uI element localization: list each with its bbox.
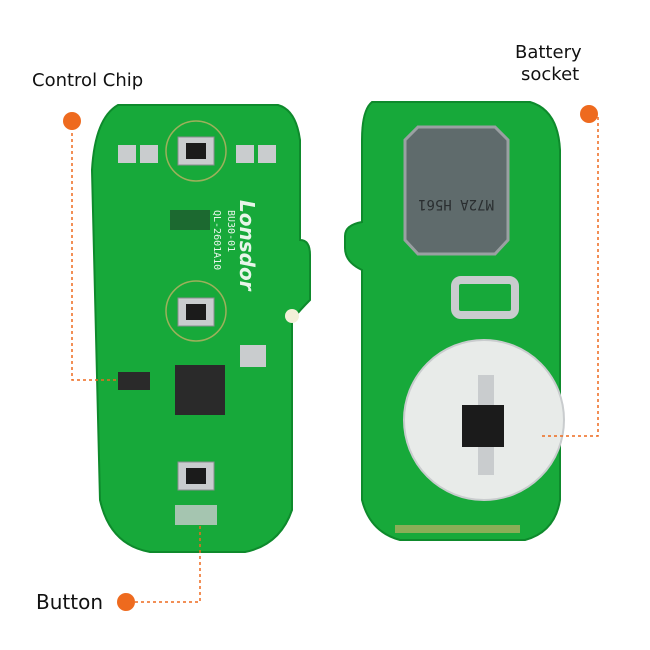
left-pcb: Lonsdor BU30-01 QL-2601A10 — [90, 104, 311, 553]
battery-socket-label-line2: socket — [521, 64, 580, 85]
control-chip-marker — [63, 112, 81, 130]
model-mark-1: BU30-01 — [225, 210, 236, 252]
control-chip-label: Control Chip — [32, 70, 144, 91]
battery-socket-marker — [580, 105, 598, 123]
chip-mark: M72A H561 — [418, 196, 494, 212]
button-label: Button — [36, 590, 103, 614]
button-marker — [117, 593, 135, 611]
battery-socket-label-line1: Battery — [515, 42, 582, 63]
button-leader — [135, 525, 201, 603]
model-mark-2: QL-2601A10 — [211, 210, 222, 270]
brand-mark: Lonsdor — [235, 200, 259, 292]
battery-socket-leader — [540, 117, 599, 437]
control-chip-leader — [71, 127, 118, 381]
right-pcb: M72A H561 — [344, 101, 565, 541]
